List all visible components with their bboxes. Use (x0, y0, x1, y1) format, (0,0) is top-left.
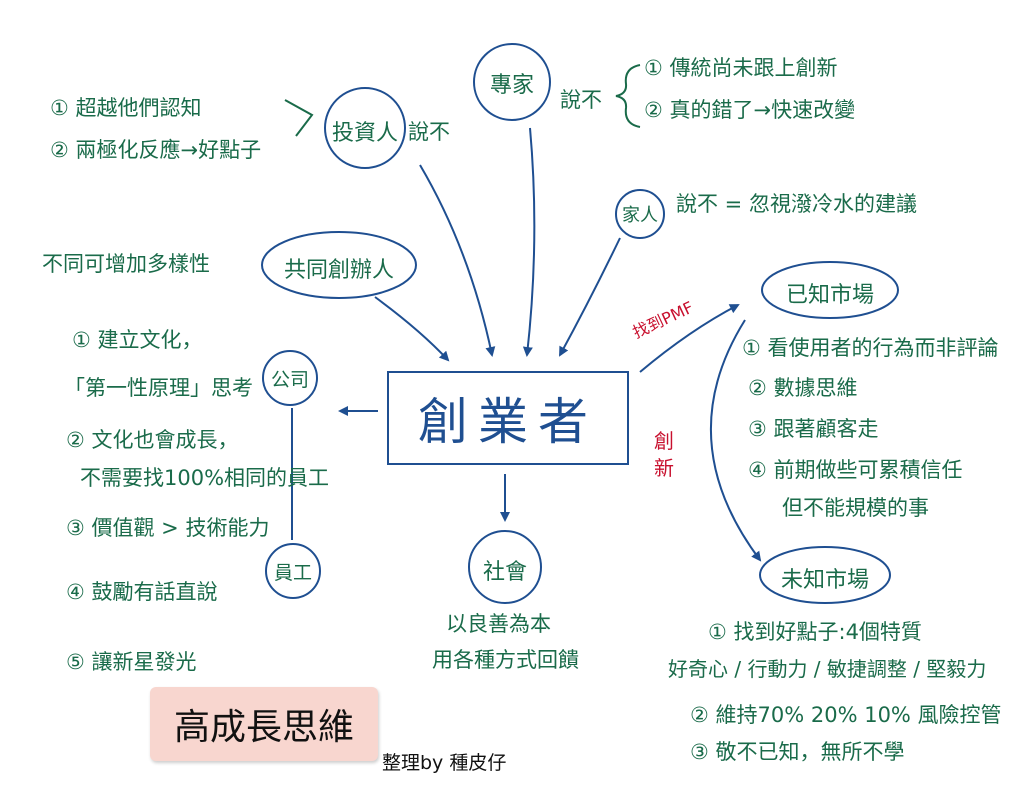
node-unknown-market: 未知市場 (780, 568, 869, 593)
expert-circle (473, 43, 551, 121)
company-point-5: ⑤ 讓新星發光 (66, 650, 197, 674)
node-family: 家人 (622, 205, 658, 226)
node-investor: 投資人 (331, 121, 398, 146)
unknown-market-ellipse (759, 546, 891, 604)
known-point-1: ① 看使用者的行為而非評論 (742, 336, 999, 360)
unknown-point-3: ③ 敬不已知，無所不學 (690, 740, 905, 764)
investor-bracket (284, 99, 314, 137)
arrow-investor (419, 164, 496, 357)
expert-point-1: ① 傳統尚未跟上創新 (644, 56, 838, 80)
credit-text: 整理by 種皮仔 (382, 752, 507, 774)
company-circle (262, 350, 318, 406)
node-company: 公司 (270, 369, 309, 391)
family-circle (615, 189, 665, 239)
investor-point-2: ② 兩極化反應→好點子 (50, 138, 262, 162)
unknown-point-1b: 好奇心 / 行動力 / 敏捷調整 / 堅毅力 (668, 657, 987, 681)
unknown-point-1: ① 找到好點子:4個特質 (708, 620, 922, 644)
unknown-point-2: ② 維持70% 20% 10% 風險控管 (690, 703, 1002, 727)
investor-circle (324, 87, 406, 169)
company-point-1b: 「第一性原理」思考 (64, 376, 253, 400)
arrow-expert (522, 127, 536, 357)
society-point-2: 用各種方式回饋 (432, 648, 579, 672)
node-expert: 專家 (489, 73, 534, 98)
center-label: 創業者 (418, 393, 598, 451)
society-point-1: 以良善為本 (446, 612, 551, 636)
cofounder-note: 不同可增加多樣性 (42, 252, 210, 276)
company-point-1: ① 建立文化， (72, 328, 203, 352)
node-employee: 員工 (273, 562, 312, 584)
known-point-4b: 但不能規模的事 (782, 496, 929, 520)
known-market-ellipse (761, 261, 899, 319)
arrow-innovate (709, 319, 762, 562)
company-point-2: ② 文化也會成長， (66, 428, 239, 452)
arrow-known-market (639, 304, 740, 373)
employee-circle (265, 543, 321, 599)
arrow-family (559, 237, 621, 357)
expert-brace (615, 64, 641, 128)
known-point-2: ② 數據思維 (748, 376, 858, 400)
node-cofounder: 共同創辦人 (283, 258, 394, 283)
company-point-4: ④ 鼓勵有話直說 (66, 580, 218, 604)
title-card: 高成長思維 (150, 687, 378, 761)
node-known-market: 已知市場 (785, 283, 874, 308)
innovate-label: 創新 (654, 429, 674, 480)
expert-say-no: 說不 (560, 88, 602, 112)
company-point-2b: 不需要找100%相同的員工 (80, 466, 330, 490)
investor-say-no: 說不 (408, 120, 450, 144)
expert-point-2: ② 真的錯了→快速改變 (644, 98, 856, 122)
center-box (387, 371, 629, 465)
known-point-3: ③ 跟著顧客走 (748, 417, 879, 441)
society-circle (468, 530, 542, 604)
family-note: 說不 = 忽視潑冷水的建議 (676, 192, 917, 216)
known-point-4: ④ 前期做些可累積信任 (748, 458, 963, 482)
company-point-3: ③ 價值觀 > 技術能力 (66, 516, 270, 540)
node-society: 社會 (482, 560, 527, 585)
investor-point-1: ① 超越他們認知 (50, 96, 202, 120)
arrow-cofounder (374, 296, 450, 362)
cofounder-ellipse (261, 231, 417, 299)
